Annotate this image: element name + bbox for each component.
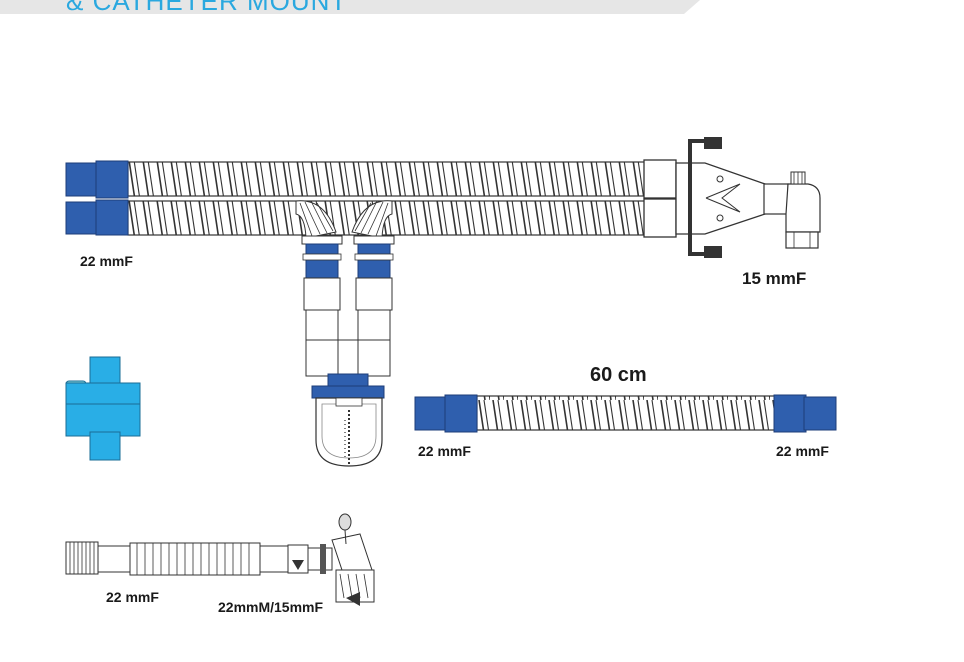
label-circuit-right: 15 mmF [742, 269, 807, 288]
extension-tube [414, 394, 837, 433]
label-mount-right: 22mmM/15mmF [218, 599, 324, 615]
label-tube-right: 22 mmF [776, 443, 829, 459]
label-circuit-left: 22 mmF [80, 253, 133, 269]
label-tube-length: 60 cm [590, 364, 647, 386]
bellows-elbows [295, 200, 393, 239]
breathing-circuit [65, 137, 821, 467]
hme-filter [65, 356, 141, 461]
header-title: & CATHETER MOUNT [66, 0, 348, 16]
label-mount-left: 22 mmF [106, 589, 159, 605]
elbow-connector [763, 171, 821, 249]
y-piece [675, 137, 766, 258]
header-banner-shape [0, 0, 700, 14]
left-blue-connectors [65, 160, 129, 236]
label-tube-left: 22 mmF [418, 443, 471, 459]
header-banner: & CATHETER MOUNT [0, 0, 700, 16]
catheter-mount [65, 513, 375, 606]
water-trap [301, 235, 395, 467]
